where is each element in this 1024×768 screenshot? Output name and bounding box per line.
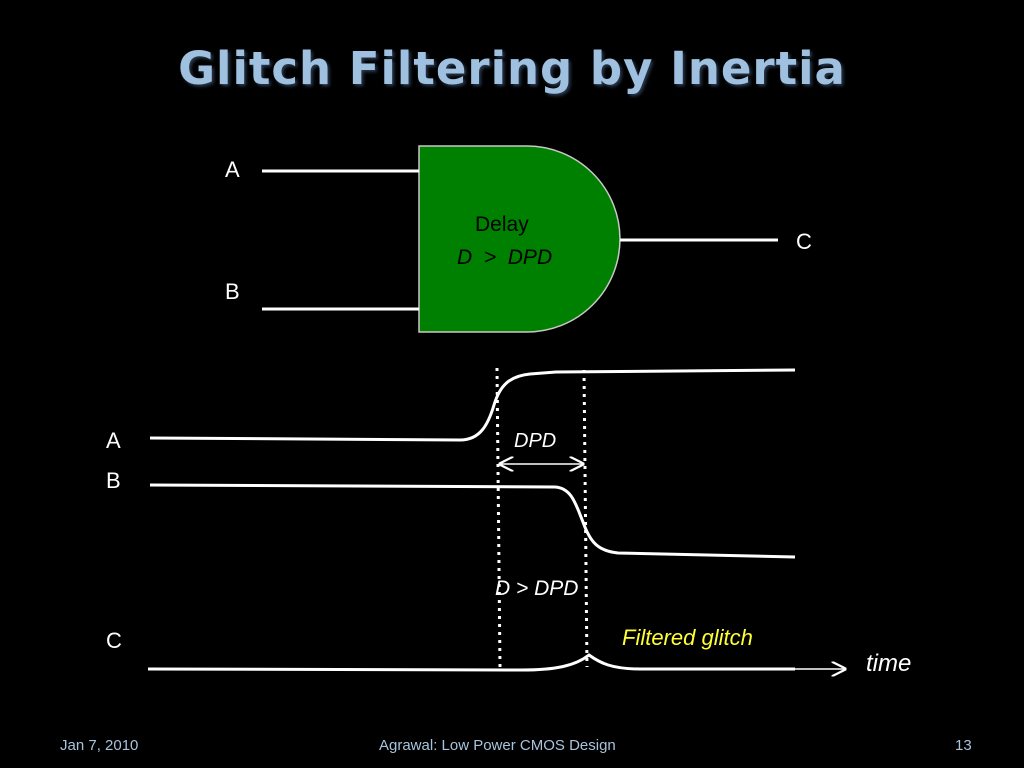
and-gate-body bbox=[418, 145, 621, 333]
time-axis-label: time bbox=[866, 650, 912, 677]
waveform-b bbox=[149, 483, 796, 559]
and-gate bbox=[262, 145, 778, 333]
waveform-a bbox=[149, 368, 796, 442]
slide-title: Glitch Filtering by Inertia bbox=[178, 42, 846, 95]
gate-input-a-label: A bbox=[225, 157, 240, 182]
footer-date: Jan 7, 2010 bbox=[60, 737, 139, 754]
dotted-marker-right bbox=[582, 369, 589, 668]
signal-a-label: A bbox=[106, 428, 121, 453]
condition-label: D > DPD bbox=[495, 577, 579, 600]
signal-c-label: C bbox=[106, 628, 122, 653]
timing-diagram bbox=[147, 367, 845, 672]
signal-b-label: B bbox=[106, 468, 121, 493]
gate-delay-label: Delay bbox=[475, 213, 529, 236]
dpd-label: DPD bbox=[514, 430, 557, 452]
gate-input-b-label: B bbox=[225, 279, 240, 304]
footer-page-number: 13 bbox=[955, 737, 972, 754]
gate-delay-condition: D > DPD bbox=[457, 246, 553, 269]
waveform-c bbox=[147, 653, 795, 672]
filtered-glitch-label: Filtered glitch bbox=[622, 625, 753, 650]
dotted-marker-left bbox=[495, 367, 502, 668]
footer-course: Agrawal: Low Power CMOS Design bbox=[379, 737, 616, 754]
gate-output-c-label: C bbox=[796, 229, 812, 254]
